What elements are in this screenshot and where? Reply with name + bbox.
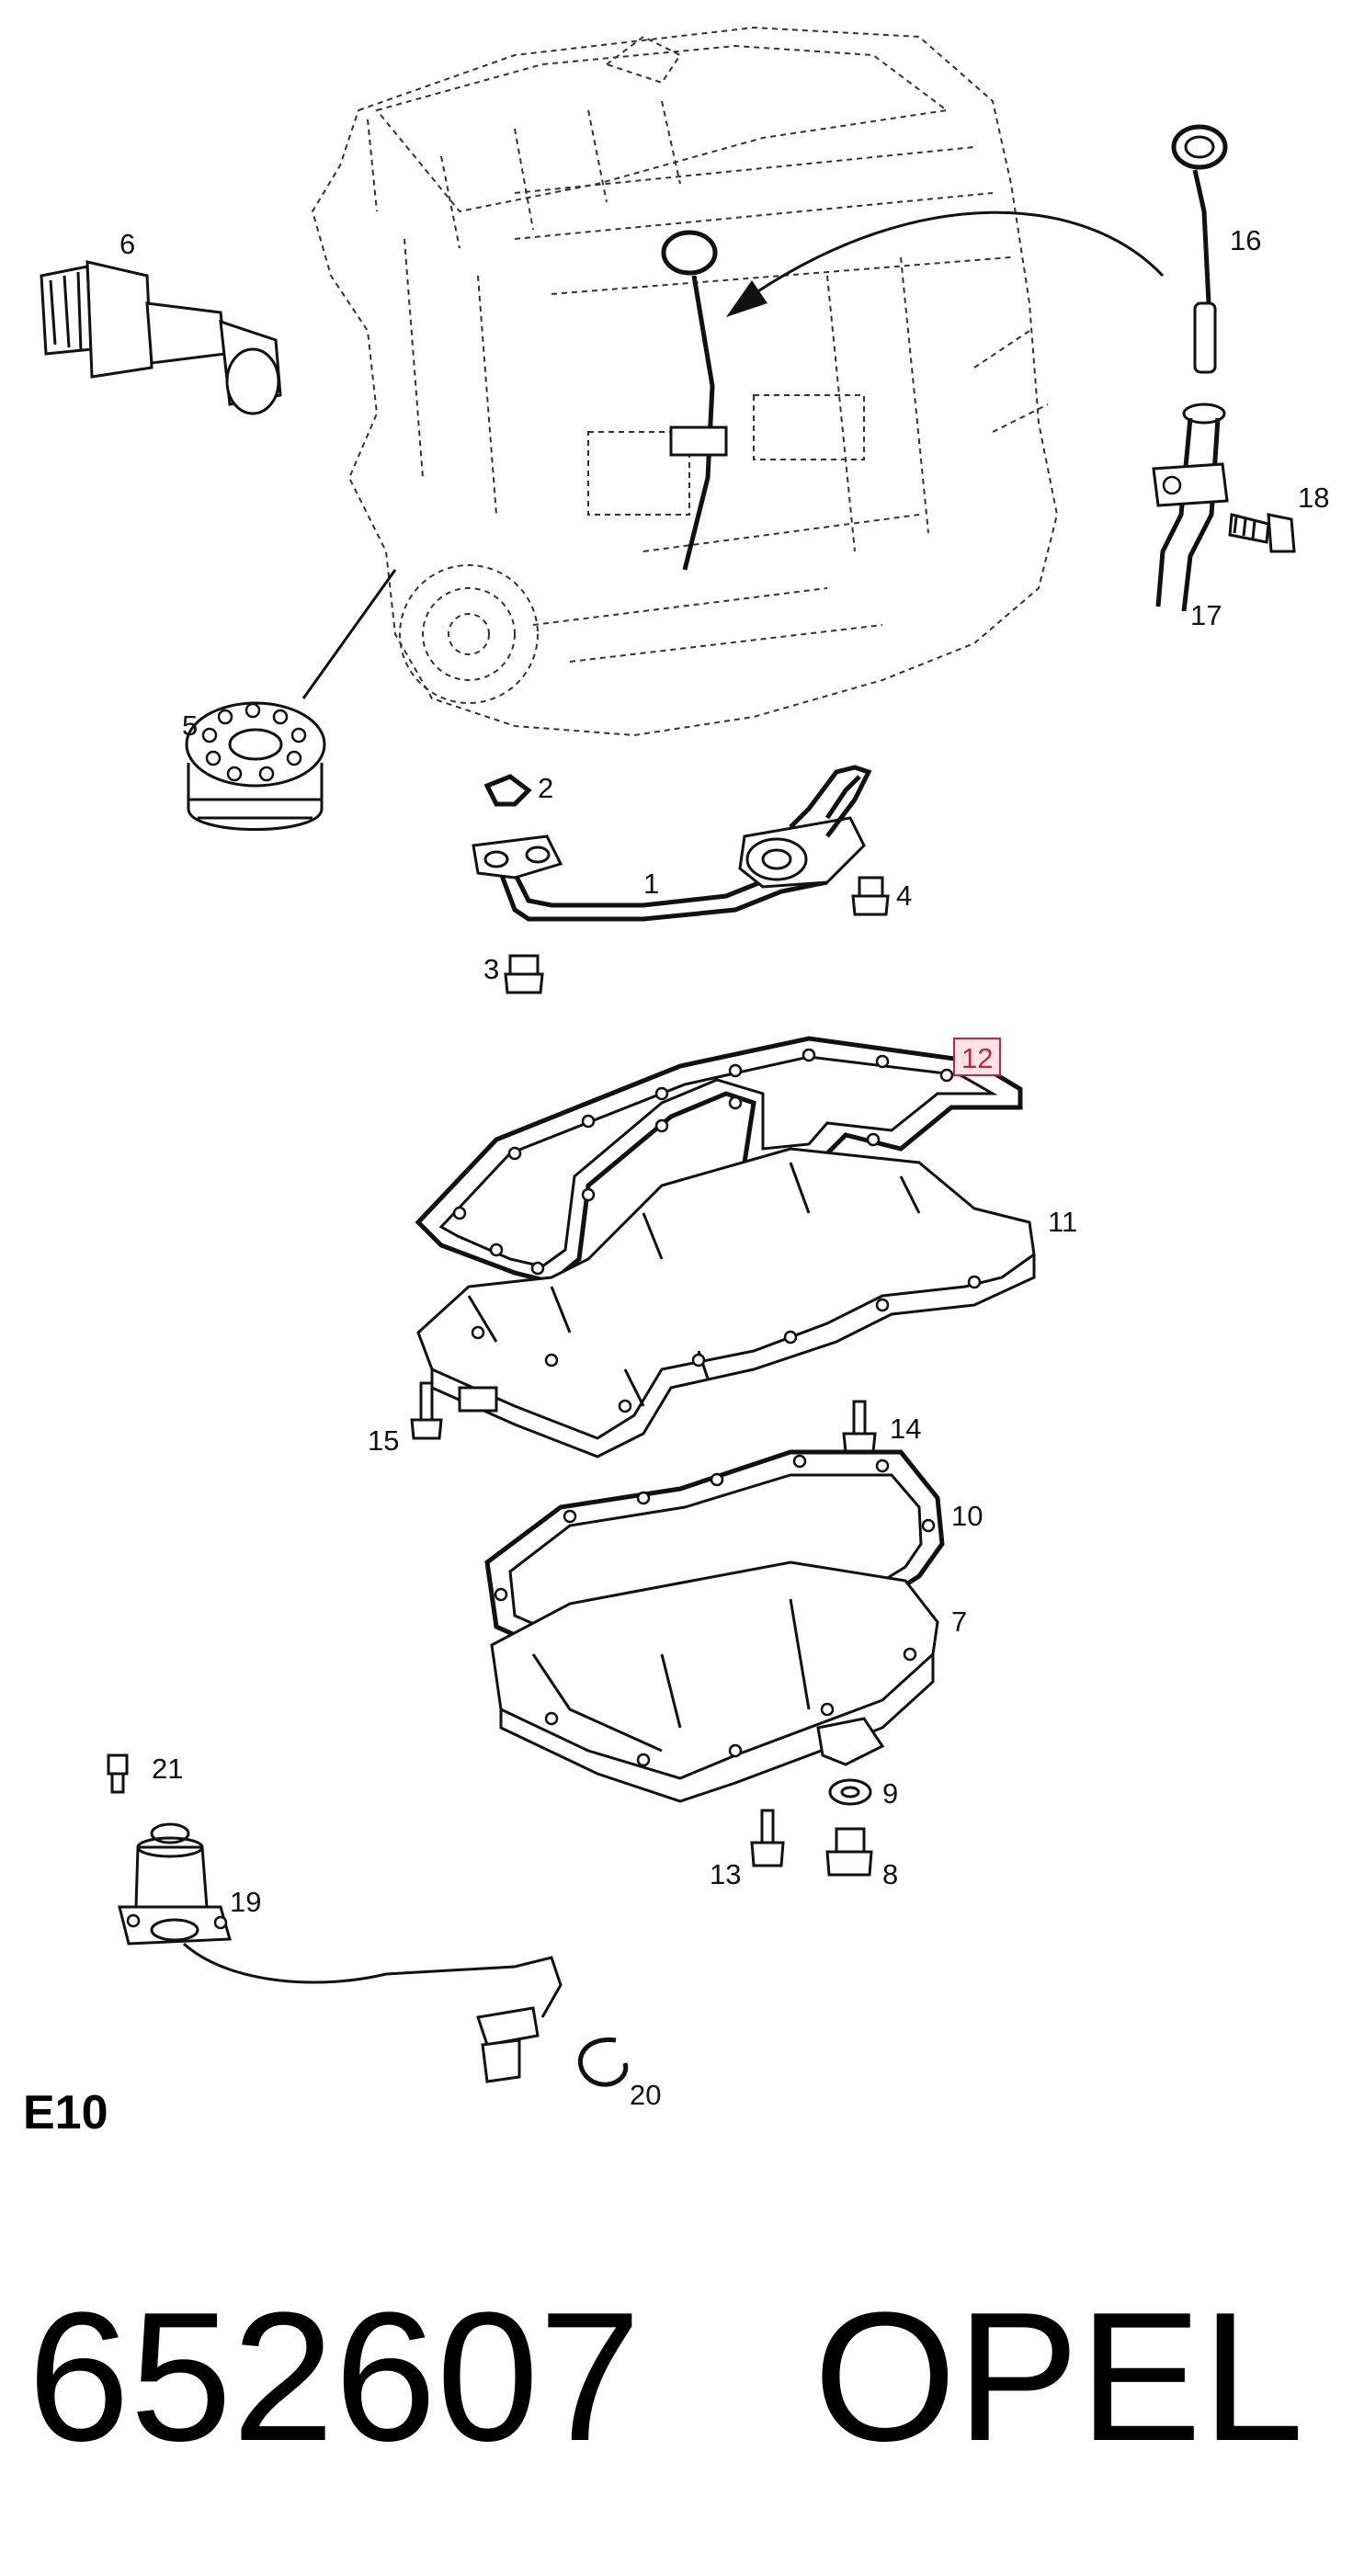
callout-2: 2 (538, 772, 553, 804)
drain-plug-washer (828, 1778, 872, 1806)
callout-21: 21 (152, 1753, 183, 1785)
oil-pickup-pipe (472, 765, 872, 922)
callout-3: 3 (483, 953, 499, 985)
oil-pan-bolt-13 (750, 1809, 785, 1867)
callout-19: 19 (230, 1886, 261, 1918)
callout-8: 8 (882, 1858, 898, 1890)
oil-pan-bolt-15 (410, 1381, 443, 1440)
callout-6: 6 (119, 228, 135, 260)
oil-level-sensor (118, 1822, 563, 2083)
installed-dipstick (661, 230, 728, 571)
callout-13: 13 (710, 1858, 741, 1890)
dipstick-guide-tube (1152, 403, 1229, 612)
sensor-bolt-21 (107, 1753, 129, 1794)
pickup-pipe-bolt-4 (851, 876, 890, 916)
callout-12-highlight: 12 (953, 1038, 1001, 1076)
guide-tube-bolt (1228, 513, 1296, 553)
drain-plug (825, 1827, 873, 1877)
callout-18: 18 (1298, 482, 1329, 514)
part-number: 652607 (28, 2275, 641, 2480)
callout-16: 16 (1230, 224, 1261, 256)
brand-name: OPEL (813, 2275, 1304, 2480)
dipstick-pointer-arrow (726, 210, 1165, 317)
oil-pan-bolt-14 (842, 1400, 877, 1454)
callout-17: 17 (1190, 599, 1222, 631)
callout-14: 14 (890, 1413, 921, 1445)
callout-12: 12 (961, 1042, 993, 1074)
callout-1: 1 (643, 868, 659, 900)
pickup-pipe-gasket (483, 774, 532, 807)
upper-oil-pan (416, 1147, 1036, 1458)
retaining-clip (577, 2037, 629, 2087)
oil-pressure-switch (40, 260, 282, 415)
oil-dipstick (1171, 124, 1228, 374)
callout-15: 15 (368, 1424, 399, 1457)
section-code: E10 (23, 2086, 108, 2139)
callout-20: 20 (630, 2079, 661, 2111)
pickup-pipe-bolt-3 (504, 954, 544, 994)
engine-block (311, 26, 1059, 737)
oil-filter (185, 569, 397, 831)
callout-7: 7 (951, 1606, 967, 1638)
callout-10: 10 (951, 1500, 983, 1532)
callout-4: 4 (896, 879, 912, 912)
lower-oil-pan (490, 1560, 939, 1803)
callout-5: 5 (182, 709, 198, 742)
callout-11: 11 (1048, 1206, 1077, 1238)
callout-9: 9 (882, 1777, 898, 1810)
